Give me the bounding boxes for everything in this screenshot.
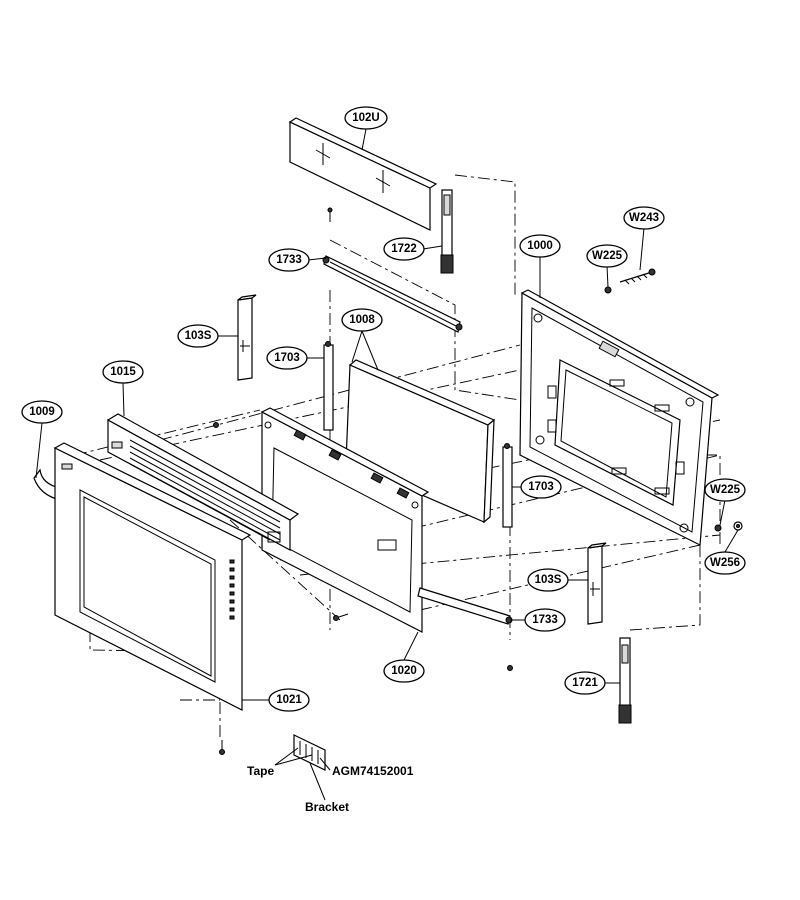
door-vent-slots [229,559,235,620]
callout-1000: 1000 [519,234,561,258]
callout-1008: 1008 [341,308,383,332]
part-1000-inner-frame [519,289,720,546]
callout-103S-left: 103S [177,324,219,348]
svg-text:1733: 1733 [532,614,558,626]
part-1015-vent-trim [106,413,300,552]
part-1008-glass [345,359,496,524]
screw-mid-icon [333,613,349,621]
svg-text:W225: W225 [710,484,741,496]
bracket-label: Bracket [305,800,349,814]
callout-1703-left: 1703 [266,346,308,370]
svg-text:102U: 102U [352,112,380,124]
callout-1021: 1021 [268,688,310,712]
callout-1015: 1015 [102,360,144,384]
washer-w225-right-icon [714,524,722,532]
svg-text:1009: 1009 [29,406,55,418]
callout-leaders [35,128,739,701]
screw-left-icon [213,422,219,428]
callout-102U: 102U [344,106,388,130]
callout-1733-top: 1733 [268,248,310,272]
callout-W225-top: W225 [586,244,628,268]
part-1703-left-strip [323,341,334,431]
part-1721-hinge [618,637,632,724]
callout-1722: 1722 [383,237,425,261]
svg-text:1021: 1021 [276,694,302,706]
part-1021-outer-door [53,442,252,711]
part-102U-trim [288,117,438,231]
bracket-part-number: AGM74152001 [332,764,414,778]
svg-text:1015: 1015 [110,366,136,378]
callout-1733-bottom: 1733 [524,608,566,632]
svg-text:W243: W243 [629,212,659,224]
svg-text:1020: 1020 [391,665,417,677]
svg-text:1008: 1008 [349,314,375,326]
part-1703-right-strip [502,443,513,528]
svg-text:1000: 1000 [527,240,553,252]
svg-text:103S: 103S [535,574,562,586]
part-1722-hinge [440,189,454,274]
screw-w243-icon [619,268,656,285]
part-1020-middle-frame [260,407,430,633]
part-1733-lower-rail [417,587,513,625]
svg-text:1703: 1703 [528,481,554,493]
svg-text:1722: 1722 [391,243,417,255]
part-103S-right-spacer [587,542,607,625]
callout-W243: W243 [623,206,665,230]
svg-text:103S: 103S [185,330,212,342]
tape-label: Tape [247,764,274,778]
bracket-detail [274,734,331,801]
washer-w225-top-icon [604,286,612,294]
nut-w256-icon [733,521,743,531]
svg-text:1703: 1703 [274,352,300,364]
callout-W256: W256 [704,551,746,575]
svg-text:1721: 1721 [572,677,598,689]
callout-1721: 1721 [564,671,606,695]
callout-1020: 1020 [383,659,425,683]
callout-1703-right: 1703 [520,475,562,499]
svg-text:W256: W256 [710,557,740,569]
screw-top-icon [327,207,333,222]
callout-W225-right: W225 [704,478,746,502]
callout-1009: 1009 [21,400,63,424]
screw-bottom-icon [219,740,225,755]
screw-lower-mid-icon [507,665,513,671]
svg-text:W225: W225 [592,250,623,262]
part-1733-upper-rail [322,255,463,333]
part-103S-left-spacer [237,294,257,381]
callout-103S-right: 103S [527,568,569,592]
svg-text:1733: 1733 [276,254,302,266]
